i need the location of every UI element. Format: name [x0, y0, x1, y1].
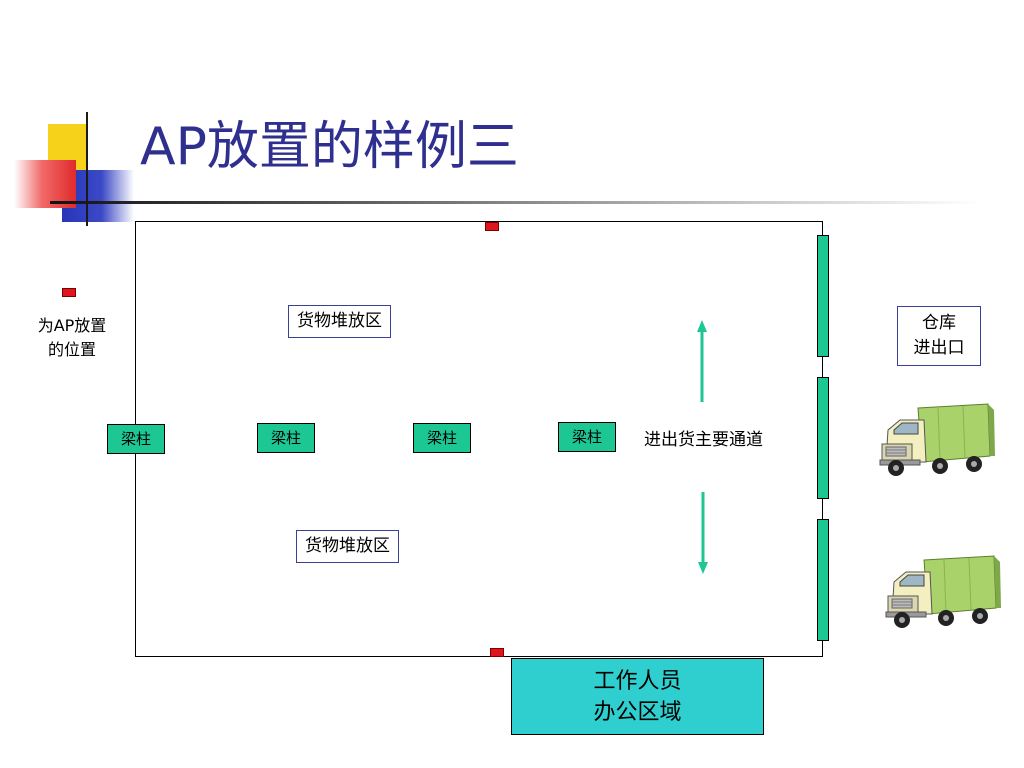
ap-marker-bottom-wall: [490, 648, 504, 657]
ap-marker-top-wall: [485, 222, 499, 231]
title-underline: [50, 201, 980, 204]
pillar-3: 梁柱: [413, 423, 471, 453]
exit-label-line-1: 仓库: [922, 313, 956, 333]
legend-label-line-2: 的位置: [47, 340, 96, 359]
exit-label-line-2: 进出口: [913, 338, 965, 358]
truck-icon: [885, 555, 1001, 628]
staff-office-area: 工作人员 办公区域: [511, 658, 764, 735]
dock-door-3: [817, 519, 829, 641]
dock-door-1: [817, 235, 829, 357]
dock-door-2: [817, 377, 829, 499]
storage-zone-bottom: 货物堆放区: [296, 530, 399, 563]
legend-label: 为AP放置 的位置: [22, 314, 122, 362]
office-label-line-2: 办公区域: [593, 700, 682, 725]
storage-zone-top: 货物堆放区: [288, 305, 391, 338]
arrow-down-icon: [698, 492, 708, 574]
pillar-2: 梁柱: [257, 423, 315, 453]
page-title: AP放置的样例三: [140, 117, 519, 177]
warehouse-exit-label: 仓库 进出口: [897, 306, 981, 366]
title-deco-vertical-line: [86, 112, 88, 226]
legend-label-line-1: 为AP放置: [37, 316, 107, 335]
pillar-1: 梁柱: [107, 424, 165, 454]
main-passage-label: 进出货主要通道: [644, 430, 763, 450]
truck-icon: [879, 403, 995, 476]
legend-ap-marker-icon: [62, 288, 76, 297]
arrow-up-icon: [697, 320, 707, 402]
title-deco-red-square: [14, 160, 76, 208]
pillar-4: 梁柱: [558, 422, 616, 452]
office-label-line-1: 工作人员: [593, 669, 682, 694]
